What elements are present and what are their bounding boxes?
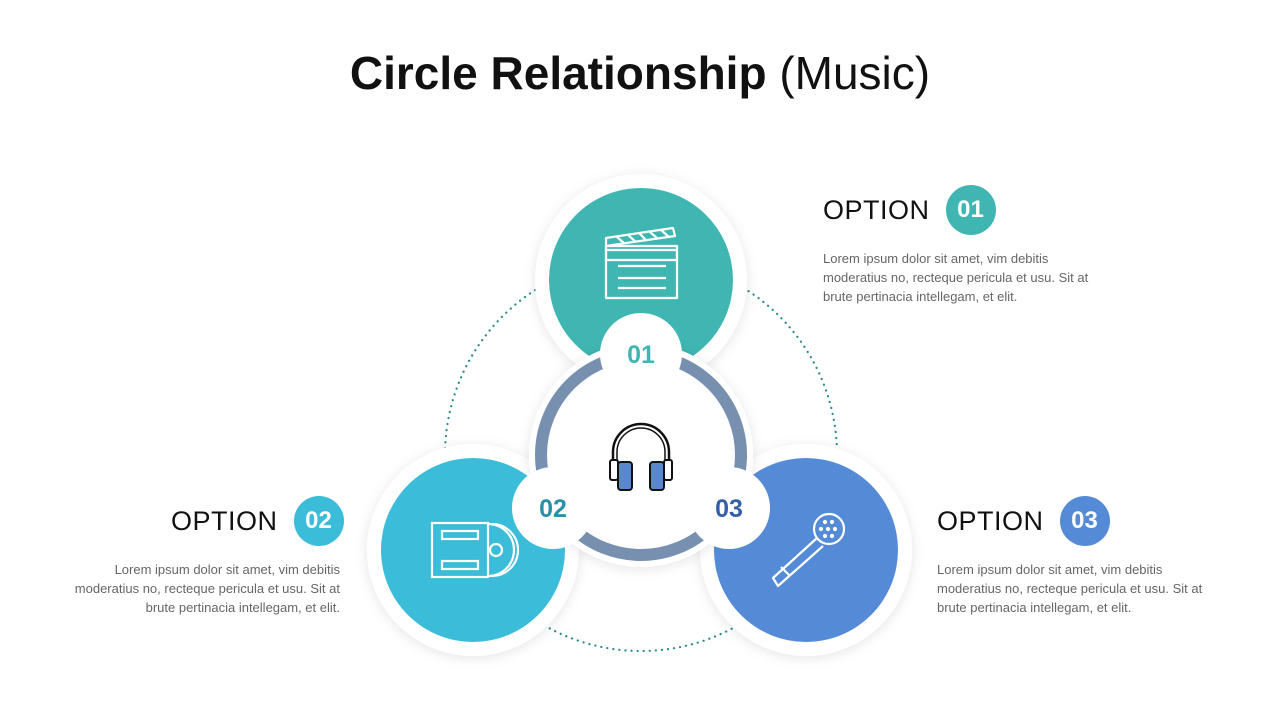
option-03-header: OPTION 03	[937, 496, 1110, 546]
option-02-text: Lorem ipsum dolor sit amet, vim debitis …	[74, 562, 340, 615]
clapperboard-icon	[604, 226, 679, 300]
title-sub: (Music)	[779, 47, 931, 99]
bubble-number-03: 03	[715, 495, 743, 523]
bubble-03	[688, 467, 770, 549]
option-01-text: Lorem ipsum dolor sit amet, vim debitis …	[823, 251, 1089, 304]
headphones-icon	[609, 422, 673, 491]
bubble-number-01: 01	[627, 341, 655, 369]
cd-case-icon	[430, 521, 520, 579]
option-01-header: OPTION 01	[823, 185, 996, 235]
option-03-label: OPTION	[937, 505, 1044, 536]
option-02-badge: 02	[293, 496, 344, 546]
page-title: Circle Relationship (Music)	[0, 46, 1280, 100]
option-03-badge: 03	[1059, 496, 1110, 546]
bubble-02	[512, 467, 594, 549]
microphone-icon	[771, 512, 846, 588]
option-02-label: OPTION	[171, 505, 278, 536]
option-01-badge: 01	[945, 185, 996, 235]
bubble-01	[600, 313, 682, 395]
disc-01	[549, 188, 733, 372]
bubble-number-02: 02	[539, 495, 567, 523]
center-disc	[548, 362, 734, 548]
option-03-text: Lorem ipsum dolor sit amet, vim debitis …	[937, 562, 1203, 615]
option-02-header: OPTION 02	[171, 496, 344, 546]
title-main: Circle Relationship	[349, 47, 767, 99]
option-01-label: OPTION	[823, 194, 930, 225]
